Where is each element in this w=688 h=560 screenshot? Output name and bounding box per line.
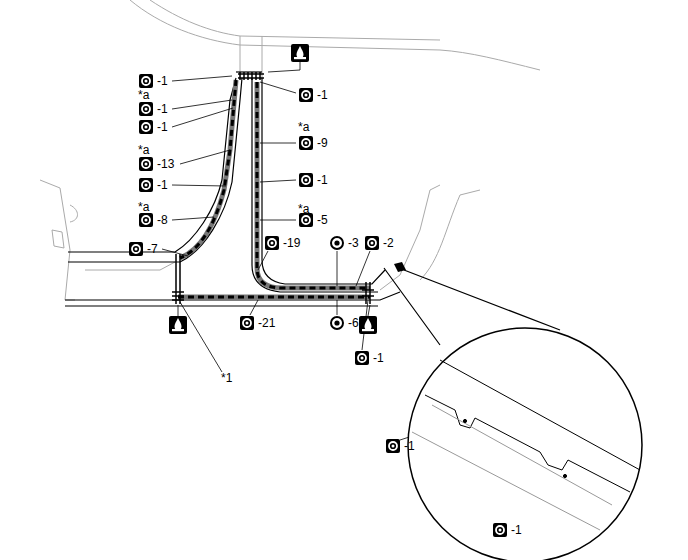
callout-number: -1: [404, 439, 415, 453]
note-mark: *a: [298, 202, 309, 216]
callout-number: -13: [157, 157, 174, 171]
callout-number: -3: [348, 236, 359, 250]
note-mark: *a: [138, 200, 149, 214]
callout-number: -1: [157, 178, 168, 192]
note-mark: *a: [138, 88, 149, 102]
callout-number: -1: [157, 120, 168, 134]
callout-number: -21: [258, 316, 275, 330]
callout-number: -2: [383, 236, 394, 250]
callout-number: -7: [147, 242, 158, 256]
callout-number: -1: [317, 173, 328, 187]
note-mark: *1: [221, 371, 232, 385]
callout-number: -6: [348, 316, 359, 330]
note-mark: *a: [298, 120, 309, 134]
callout-number: -1: [157, 74, 168, 88]
callout-number: -1: [511, 523, 522, 537]
callout-number: -1: [317, 88, 328, 102]
callout-number: -1: [157, 102, 168, 116]
callout-number: -5: [317, 213, 328, 227]
callout-number: -1: [373, 351, 384, 365]
callout-number: -19: [283, 236, 300, 250]
note-mark: *a: [138, 143, 149, 157]
callout-number: -8: [157, 213, 168, 227]
callout-number: -9: [317, 136, 328, 150]
